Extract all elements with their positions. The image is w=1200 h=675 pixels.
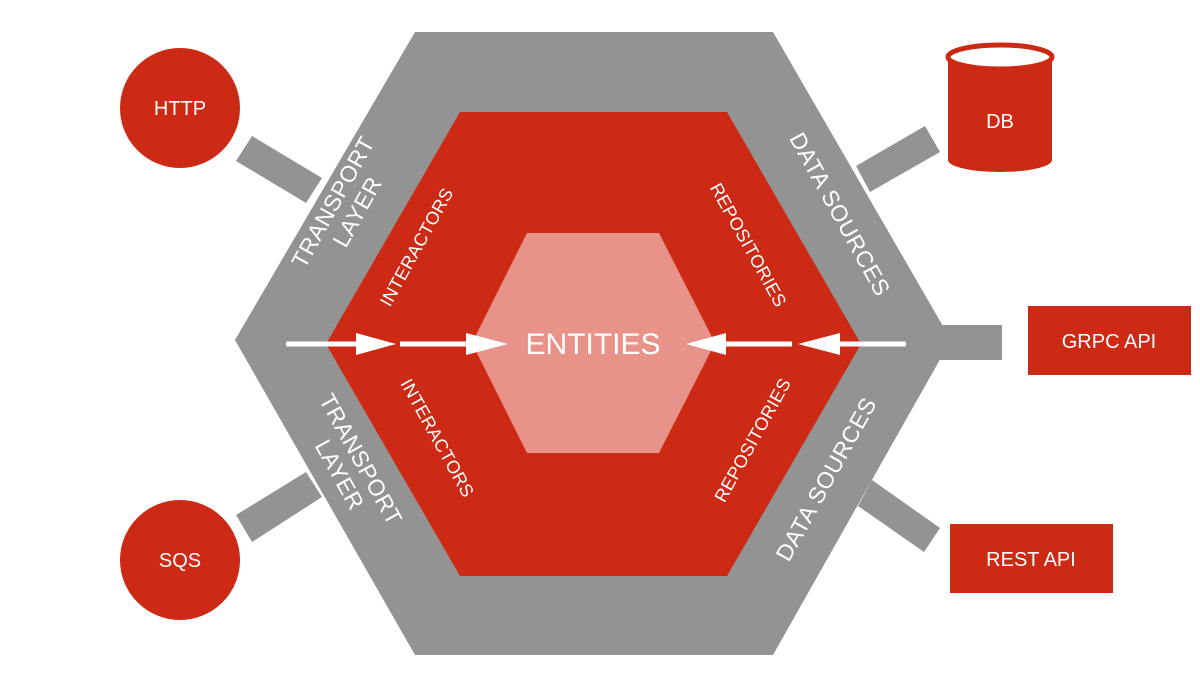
sqs-node: SQS: [120, 500, 240, 620]
grpc-node: GRPC API: [1028, 306, 1191, 375]
rest-label: REST API: [986, 549, 1076, 571]
http-node: HTTP: [120, 48, 240, 168]
sqs-circle: [120, 500, 240, 620]
rest-box: [950, 524, 1113, 593]
rest-node: REST API: [950, 524, 1113, 593]
grpc-label: GRPC API: [1062, 331, 1156, 353]
connector-sqs: [236, 472, 322, 542]
db-cylinder-top: [945, 42, 1055, 72]
arrow-left-outer: [286, 333, 396, 355]
http-circle: [120, 48, 240, 168]
core-hexagon-entities: [472, 233, 715, 453]
db-label: DB: [986, 111, 1014, 133]
db-node: DB: [945, 42, 1055, 172]
arrow-right-inner: [686, 333, 792, 355]
db-cylinder-body: [948, 57, 1052, 172]
sqs-label: SQS: [159, 550, 201, 572]
flow-arrows: [286, 333, 906, 355]
arrow-right-outer: [798, 333, 906, 355]
connector-rest: [858, 480, 940, 552]
connectors: [236, 126, 1002, 552]
arrow-left-inner: [400, 333, 508, 355]
connector-db: [856, 126, 940, 192]
grpc-box: [1028, 306, 1191, 375]
entities-label: ENTITIES: [525, 328, 660, 361]
connector-http: [236, 136, 322, 203]
http-label: HTTP: [154, 98, 206, 120]
